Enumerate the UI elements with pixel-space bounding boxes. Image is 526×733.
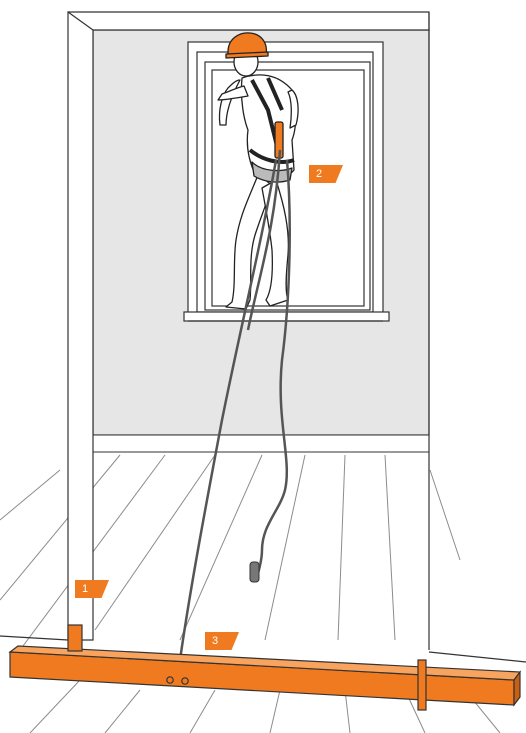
lanyard-hook <box>250 562 259 582</box>
